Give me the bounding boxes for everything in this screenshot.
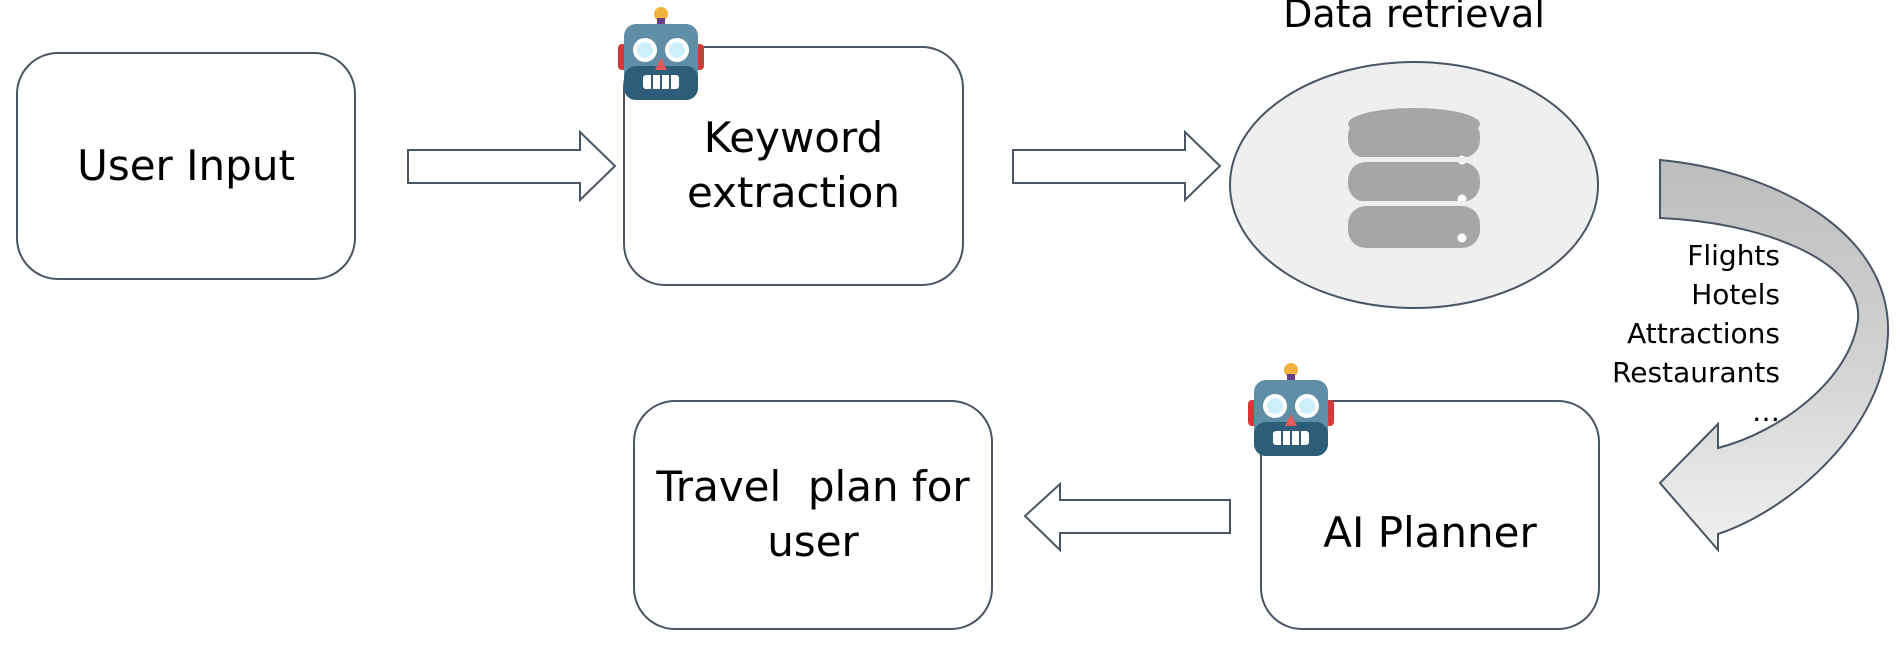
robot-face-icon — [1248, 363, 1334, 456]
list-item: Restaurants — [1612, 356, 1780, 389]
travel-plan-label-line1: Travel plan for — [656, 462, 970, 512]
arrow-planner-to-plan — [1023, 481, 1231, 553]
data-retrieval-label: Data retrieval — [1283, 0, 1545, 36]
curved-arrow-retrieval-to-planner — [1658, 158, 1890, 553]
arrow-extraction-to-retrieval — [1012, 129, 1222, 203]
user-input-label: User Input — [77, 140, 295, 190]
retrieved-items-list: Flights Hotels Attractions Restaurants … — [1560, 236, 1780, 431]
travel-plan-node: Travel plan for user — [633, 400, 993, 630]
keyword-extraction-label-line1: Keyword — [703, 113, 884, 163]
list-item: Attractions — [1627, 317, 1780, 350]
list-item: Flights — [1687, 239, 1780, 272]
user-input-node: User Input — [16, 52, 356, 280]
ai-planner-label: AI Planner — [1323, 507, 1537, 557]
list-item: Hotels — [1691, 278, 1780, 311]
keyword-extraction-label-line2: extraction — [687, 168, 900, 217]
travel-plan-label-line2: user — [767, 517, 859, 566]
list-item: … — [1752, 395, 1780, 428]
database-icon — [1348, 108, 1480, 248]
arrow-input-to-extraction — [407, 129, 617, 203]
robot-face-icon — [618, 7, 704, 100]
